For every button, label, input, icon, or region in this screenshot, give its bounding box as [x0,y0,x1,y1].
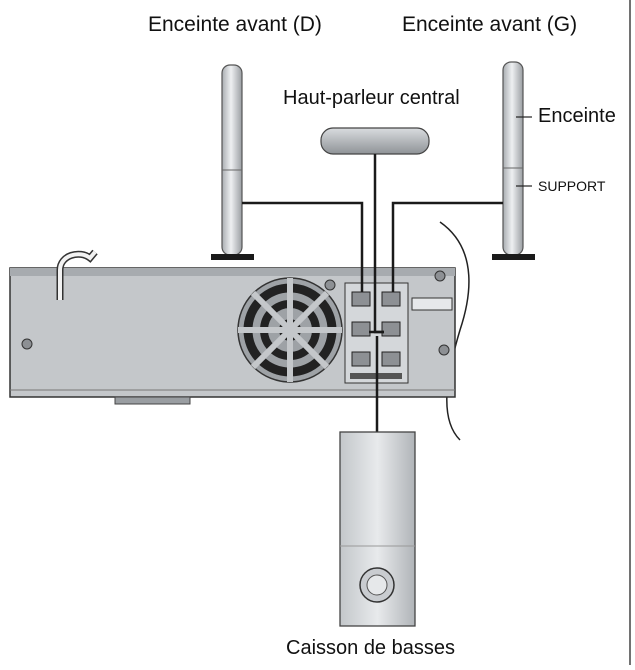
speaker-wires [242,154,503,433]
subwoofer [339,431,416,627]
main-unit [9,249,456,405]
front-left-speaker [492,61,535,260]
label-center-speaker: Haut-parleur central [283,87,460,109]
fan-grille [237,277,343,383]
screw [434,270,446,282]
label-front-left-speaker: Enceinte avant (G) [402,13,578,36]
center-speaker [320,127,430,155]
screw [21,338,33,350]
label-speaker: Enceinte [538,105,616,127]
screw [324,279,336,291]
screw [438,344,450,356]
room-curve [439,221,470,441]
front-right-speaker [211,64,254,260]
label-front-right-speaker: Enceinte avant (D) [148,13,322,36]
label-subwoofer: Caisson de basses [286,637,455,659]
label-stand: SUPPORT [538,178,606,194]
